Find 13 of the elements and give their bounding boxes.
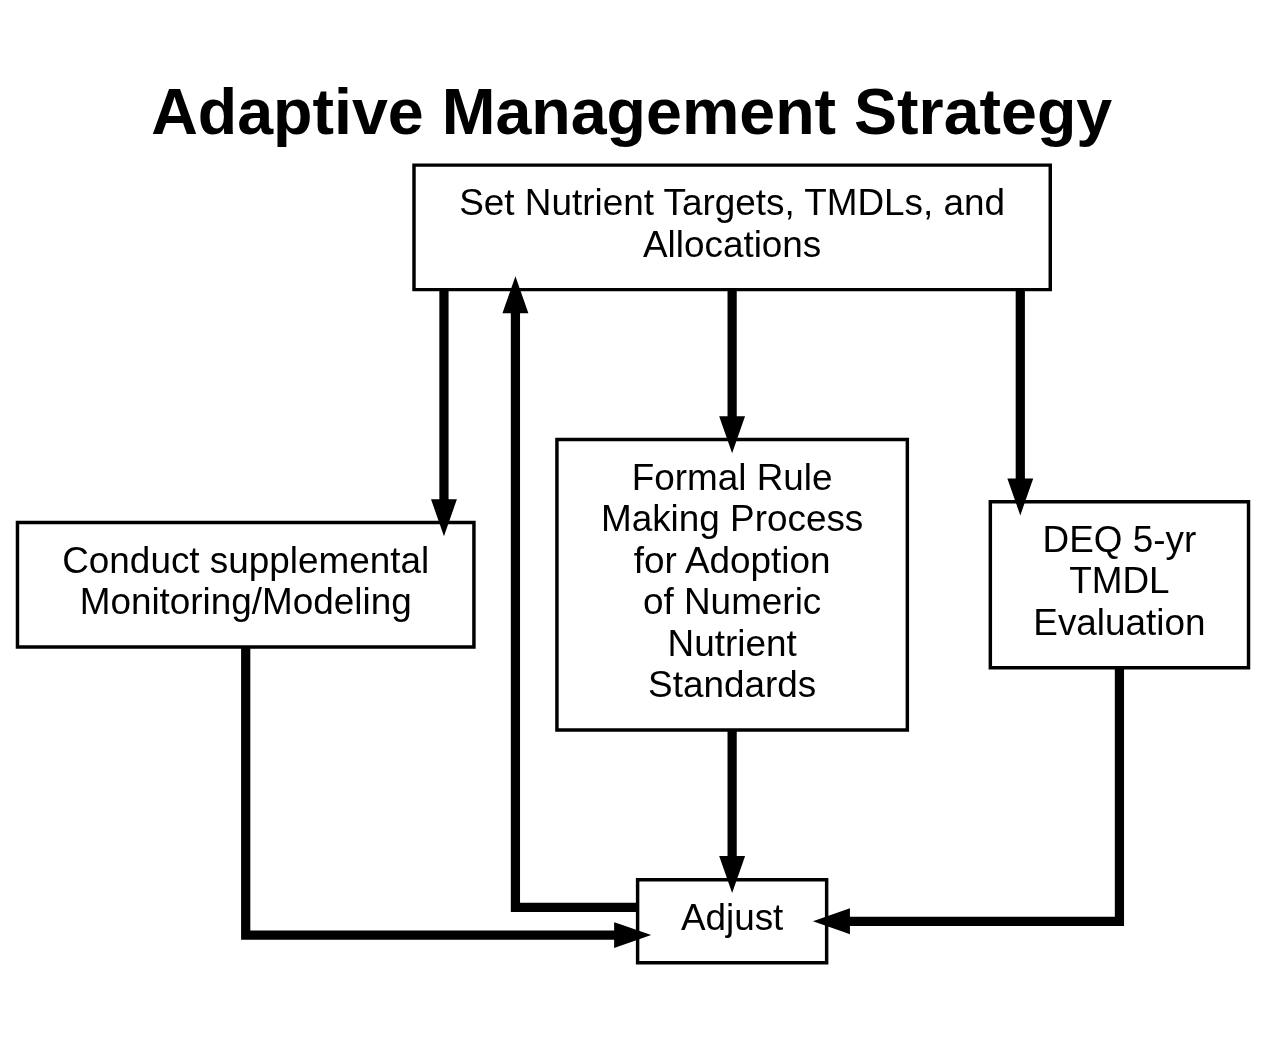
arrow [502,276,638,913]
node-box: Set Nutrient Targets, TMDLs, and Allocations [412,163,1052,292]
node-box: Formal Rule Making Process for Adoption of Numeric Nutrient Standards [555,437,910,732]
arrow [719,730,746,894]
arrow [812,667,1125,935]
arrow [241,647,652,949]
arrow [1007,290,1034,516]
arrow [719,290,746,454]
node-box: DEQ 5-yr TMDL Evaluation [988,499,1251,670]
arrow [431,290,457,537]
node-box: Adjust [635,878,829,965]
node-box: Conduct supplemental Monitoring/Modeling [15,520,476,649]
diagram-title: Adaptive Management Strategy [151,75,1113,148]
